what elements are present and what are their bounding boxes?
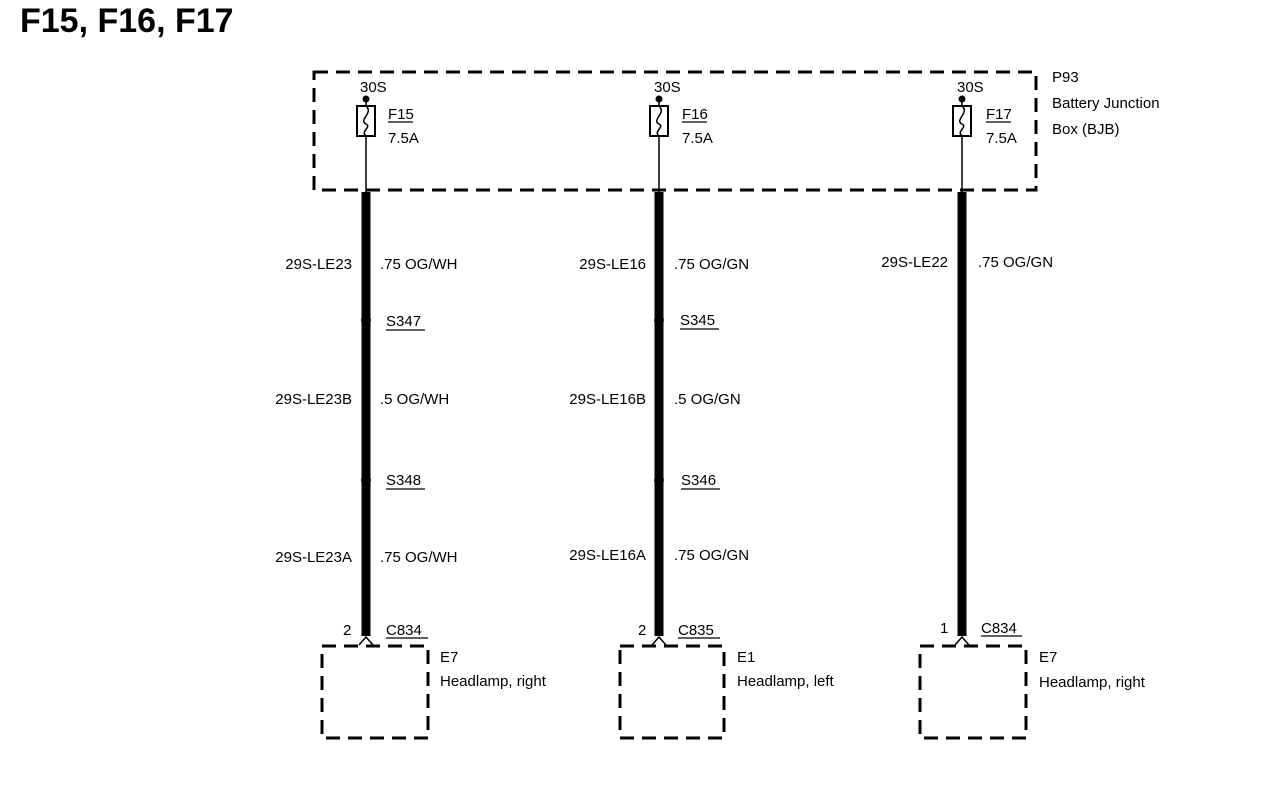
bjb-name-line2: Box (BJB) — [1052, 121, 1120, 138]
circuit-code-1: 29S-LE16 — [579, 256, 646, 273]
connector-label: C834 — [981, 620, 1017, 637]
circuit-f16: 30S F16 7.5A 29S-LE16 .75 OG/GN S345 29S… — [569, 79, 835, 740]
circuit-f17: 30S F17 7.5A 29S-LE22 .75 OG/GN 1 C834 E… — [881, 79, 1146, 740]
fuse-element-icon — [363, 105, 369, 137]
component-name: Headlamp, left — [737, 673, 835, 690]
component-name: Headlamp, right — [1039, 674, 1146, 691]
circuit-code-1: 29S-LE23 — [285, 256, 352, 273]
fuse-rating: 7.5A — [682, 130, 713, 147]
connector-chevron-icon — [358, 635, 374, 646]
splice-node — [654, 315, 664, 325]
wire-spec-1: .75 OG/GN — [978, 254, 1053, 271]
splice-label-2: S346 — [681, 472, 716, 489]
bjb-outline — [312, 70, 1038, 192]
page-title: F15, F16, F17 — [20, 2, 234, 40]
circuit-code-3: 29S-LE16A — [569, 547, 646, 564]
splice-label-2: S348 — [386, 472, 421, 489]
fuse-element-icon — [656, 105, 662, 137]
component-outline — [320, 644, 430, 740]
supply-label: 30S — [654, 79, 681, 96]
wire-spec-1: .75 OG/GN — [674, 256, 749, 273]
fuse-symbol — [649, 105, 669, 137]
connector-chevron-icon — [651, 635, 667, 646]
component-ref: E7 — [1039, 649, 1057, 666]
wire-spec-3: .75 OG/GN — [674, 547, 749, 564]
supply-label: 30S — [360, 79, 387, 96]
wire-spec-2: .5 OG/WH — [380, 391, 449, 408]
wire-spec-1: .75 OG/WH — [380, 256, 458, 273]
pin-number: 1 — [940, 620, 948, 637]
splice-label-1: S345 — [680, 312, 715, 329]
splice-node — [361, 315, 371, 325]
splice-node — [654, 475, 664, 485]
fuse-label: F16 — [682, 106, 708, 123]
fuse-element-icon — [959, 105, 965, 137]
pin-number: 2 — [638, 622, 646, 639]
circuit-code-2: 29S-LE16B — [569, 391, 646, 408]
fuse-rating: 7.5A — [388, 130, 419, 147]
connector-chevron-icon — [954, 635, 970, 646]
connector-label: C834 — [386, 622, 422, 639]
component-ref: E1 — [737, 649, 755, 666]
fuse-symbol — [356, 105, 376, 137]
circuit-code-3: 29S-LE23A — [275, 549, 352, 566]
fuse-symbol — [952, 105, 972, 137]
circuit-code-1: 29S-LE22 — [881, 254, 948, 271]
fuse-label: F15 — [388, 106, 414, 123]
wire-spec-2: .5 OG/GN — [674, 391, 741, 408]
splice-label-1: S347 — [386, 313, 421, 330]
pin-number: 2 — [343, 622, 351, 639]
wire-spec-3: .75 OG/WH — [380, 549, 458, 566]
supply-label: 30S — [957, 79, 984, 96]
fuse-rating: 7.5A — [986, 130, 1017, 147]
connector-label: C835 — [678, 622, 714, 639]
component-ref: E7 — [440, 649, 458, 666]
bjb-name-line1: Battery Junction — [1052, 95, 1160, 112]
circuit-f15: 30S F15 7.5A 29S-LE23 .75 OG/WH S347 29S… — [275, 79, 547, 740]
component-outline — [618, 644, 726, 740]
component-outline — [918, 644, 1028, 740]
bjb-ref: P93 — [1052, 69, 1079, 86]
component-name: Headlamp, right — [440, 673, 547, 690]
fuse-label: F17 — [986, 106, 1012, 123]
splice-node — [361, 475, 371, 485]
circuit-code-2: 29S-LE23B — [275, 391, 352, 408]
